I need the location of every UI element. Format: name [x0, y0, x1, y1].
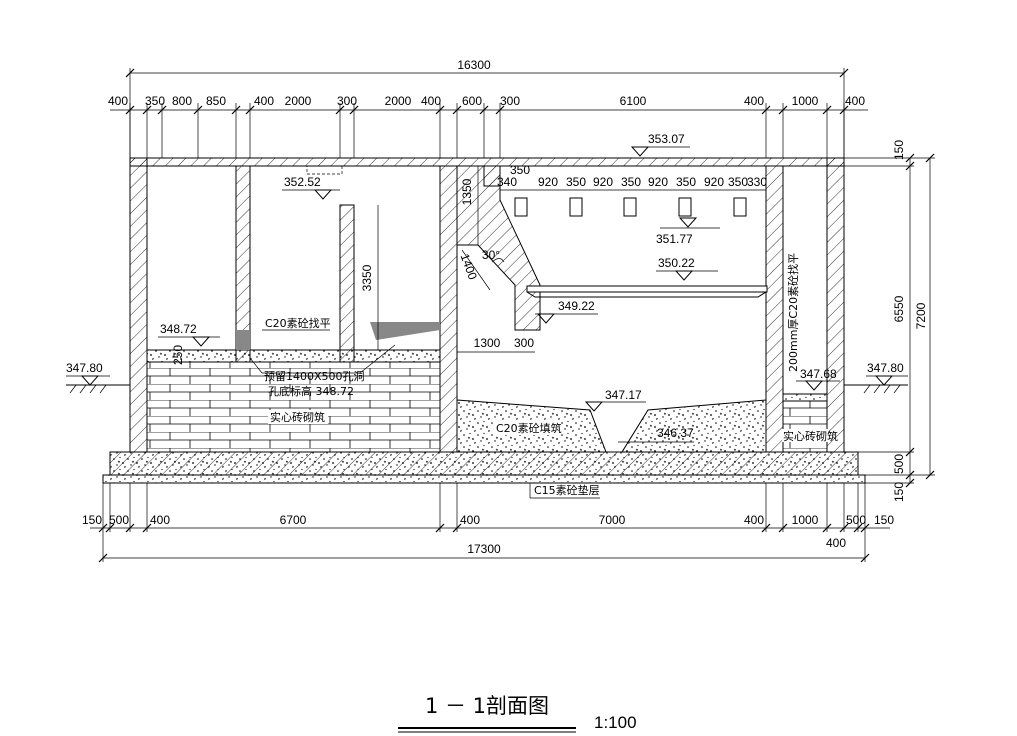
- weir-notches: [514, 197, 747, 217]
- dim-bottom-seg: 400: [460, 513, 480, 527]
- c20-level-right-layer: [782, 393, 828, 402]
- dim-top-seg: 1000: [792, 94, 819, 108]
- note-c20-level-left: C20素砼找平: [265, 316, 331, 330]
- dim-top-seg: 300: [337, 94, 357, 108]
- elev-349-22: 349.22: [558, 299, 595, 313]
- brick-right: [782, 400, 828, 453]
- weir-dim: 350: [728, 175, 748, 189]
- dim-right-6550: 6550: [892, 295, 906, 322]
- dim-top-seg: 350: [145, 94, 165, 108]
- weir-dim: 350: [510, 163, 530, 177]
- dim-bottom-seg: 500: [846, 513, 866, 527]
- weir-dim: 920: [704, 175, 724, 189]
- dim-1300: 1300: [474, 336, 501, 350]
- right-outer-wall: [826, 157, 845, 453]
- dim-top-seg: 2000: [285, 94, 312, 108]
- dim-250: 250: [171, 345, 185, 365]
- dim-top-seg: 300: [500, 94, 520, 108]
- note-c20-fill: C20素砼填筑: [496, 421, 562, 435]
- title-block: 1 － 1剖面图 1:100: [398, 694, 637, 733]
- c20-level-left-layer: [146, 349, 441, 363]
- elev-350-22: 350.22: [658, 256, 695, 270]
- wall-2: [339, 204, 355, 363]
- weir-dimensions: 350 340 920 350 920 350 920 350 920 350 …: [497, 163, 767, 191]
- top-dimensions: 16300 400 350 800 850 400 2000 300 2000 …: [108, 58, 868, 158]
- dim-right-500: 500: [892, 454, 906, 474]
- dim-top-seg: 2000: [385, 94, 412, 108]
- weir-dim: 920: [593, 175, 613, 189]
- weir-dim: 350: [676, 175, 696, 189]
- dim-30deg: 30°: [482, 248, 500, 262]
- dim-top-seg: 600: [462, 94, 482, 108]
- dim-right-7200: 7200: [914, 302, 928, 329]
- brick-left: [146, 361, 441, 453]
- elev-347-80-right: 347.80: [867, 361, 904, 375]
- elev-352-52: 352.52: [284, 175, 321, 189]
- dim-bottom-seg: 400: [150, 513, 170, 527]
- wall-4: [765, 165, 784, 453]
- dim-top-seg: 400: [254, 94, 274, 108]
- dim-top-seg: 400: [108, 94, 128, 108]
- dim-bottom-overall: 17300: [467, 542, 501, 556]
- wall-3: [439, 165, 458, 453]
- dim-1350: 1350: [460, 178, 474, 205]
- top-slab: [129, 157, 845, 167]
- c20-fill: [456, 399, 767, 453]
- dim-top-seg: 400: [845, 94, 865, 108]
- elev-347-80-left: 347.80: [66, 361, 103, 375]
- dim-1400: 1400: [458, 252, 480, 282]
- elev-351-77: 351.77: [656, 232, 693, 246]
- dim-top-seg: 6100: [620, 94, 647, 108]
- dim-bottom-extra: 400: [826, 536, 846, 550]
- dim-bottom-seg: 7000: [599, 513, 626, 527]
- note-hole-2: 孔底标高 348.72: [268, 384, 354, 398]
- note-c15-cushion: C15素砼垫层: [534, 483, 600, 497]
- elev-348-72: 348.72: [160, 322, 197, 336]
- note-hole-1: 预留1400X500孔洞: [264, 370, 365, 383]
- weir-dim: 920: [648, 175, 668, 189]
- dim-right-150-bottom: 150: [892, 482, 906, 502]
- note-c20-level-right: 200mm厚C20素砼找平: [786, 253, 800, 372]
- right-dimensions: 150 6550 7200 500 150: [844, 140, 935, 502]
- dim-bottom-seg: 150: [874, 513, 894, 527]
- dim-300: 300: [514, 336, 534, 350]
- weir-dim: 340: [497, 175, 517, 189]
- drawing-title: 1 － 1剖面图: [425, 694, 549, 718]
- elev-353-07: 353.07: [648, 132, 685, 146]
- note-solid-brick-right: 实心砖砌筑: [783, 429, 838, 443]
- dim-bottom-seg: 6700: [280, 513, 307, 527]
- elev-346-37: 346.37: [657, 426, 694, 440]
- dim-3350: 3350: [360, 264, 374, 291]
- dim-bottom-seg: 500: [109, 513, 129, 527]
- dim-bottom-seg: 150: [82, 513, 102, 527]
- notes: C20素砼找平 预留1400X500孔洞 孔底标高 348.72 实心砖砌筑 C…: [249, 253, 838, 499]
- dim-bottom-seg: 1000: [792, 513, 819, 527]
- drawing-scale: 1:100: [594, 713, 637, 732]
- dim-top-seg: 400: [421, 94, 441, 108]
- channel-slab: [526, 285, 768, 293]
- weir-dim: 920: [538, 175, 558, 189]
- weir-dim: 350: [621, 175, 641, 189]
- note-solid-brick-left: 实心砖砌筑: [270, 410, 325, 424]
- inner-dimensions: 1350 1400 30° 3350 250 1300 300: [171, 166, 535, 365]
- bottom-dimensions: 150 500 400 6700 400 7000 400 1000 500 1…: [82, 483, 894, 563]
- dim-bottom-seg: 400: [744, 513, 764, 527]
- c15-cushion: [102, 474, 866, 484]
- dim-top-overall: 16300: [457, 58, 491, 72]
- dim-top-seg: 850: [206, 94, 226, 108]
- weir-dim: 330: [747, 175, 767, 189]
- elev-347-68: 347.68: [800, 367, 837, 381]
- weir-dim: 350: [566, 175, 586, 189]
- structure: [66, 157, 908, 484]
- elev-347-17: 347.17: [605, 388, 642, 402]
- dim-top-seg: 800: [172, 94, 192, 108]
- elevation-markers: 353.07 352.52 351.77 350.22 349.22 348.7…: [66, 132, 908, 443]
- dim-top-seg: 400: [744, 94, 764, 108]
- dim-right-150-top: 150: [892, 140, 906, 160]
- left-outer-wall: [129, 157, 148, 453]
